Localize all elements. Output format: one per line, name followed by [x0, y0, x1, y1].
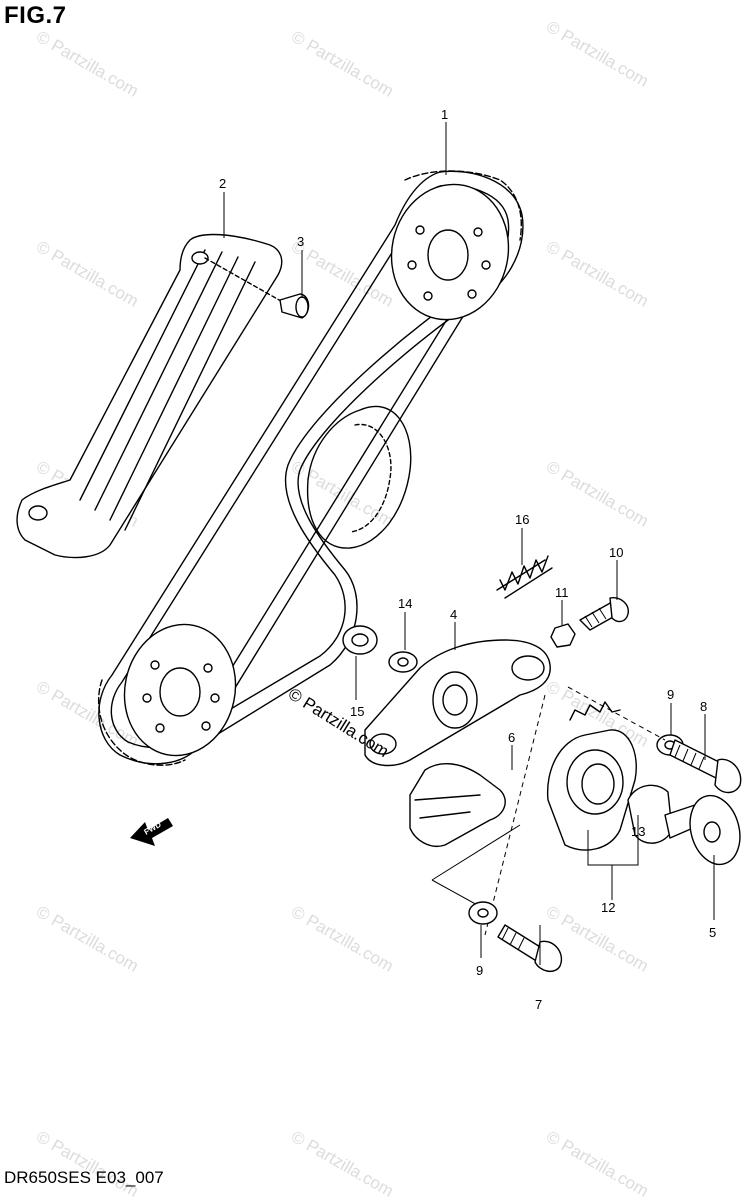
callout-14: 14 — [398, 596, 412, 611]
camshaft-sprocket-top — [390, 183, 510, 321]
callout-7: 7 — [535, 997, 542, 1012]
callouts: 1 2 3 4 5 6 7 8 9 9 10 11 12 13 14 15 16 — [219, 107, 716, 1012]
callout-8: 8 — [700, 699, 707, 714]
spacer-15 — [342, 625, 378, 655]
fwd-arrow: FWD — [130, 818, 173, 846]
watermark-text: © Partzilla.com — [33, 1127, 142, 1200]
intermediate-gear — [306, 405, 412, 549]
tensioner-adjuster — [546, 701, 637, 851]
watermark-grid: © Partzilla.com © Partzilla.com © Partzi… — [33, 17, 652, 1200]
watermark-text: © Partzilla.com — [288, 902, 397, 976]
alignment-lines — [484, 686, 666, 936]
bolt-10 — [579, 597, 629, 631]
guide-screw — [204, 257, 310, 319]
tensioner-spring — [496, 555, 553, 599]
watermark-text: © Partzilla.com — [33, 237, 142, 311]
callout-2: 2 — [219, 176, 226, 191]
callout-4: 4 — [450, 607, 457, 622]
bolt-8 — [669, 739, 742, 794]
watermark-text: © Partzilla.com — [543, 237, 652, 311]
watermark-text: © Partzilla.com — [288, 1127, 397, 1200]
figure-code: DR650SES E03_007 — [4, 1168, 164, 1187]
watermark-text: © Partzilla.com — [543, 17, 652, 91]
callout-1: 1 — [441, 107, 448, 122]
callout-10: 10 — [609, 545, 623, 560]
washer-14 — [388, 651, 418, 673]
callout-5: 5 — [709, 925, 716, 940]
callout-15: 15 — [350, 704, 364, 719]
chain-guide — [16, 233, 283, 559]
callout-11: 11 — [555, 585, 569, 600]
watermark-text: © Partzilla.com — [33, 27, 142, 101]
bolt-7 — [497, 924, 563, 973]
nut-11 — [550, 623, 576, 648]
watermark-text: © Partzilla.com — [288, 27, 397, 101]
callout-12: 12 — [601, 900, 615, 915]
callout-16: 16 — [515, 512, 529, 527]
watermark-text: © Partzilla.com — [288, 457, 397, 531]
watermark-text: © Partzilla.com — [33, 902, 142, 976]
callout-6: 6 — [508, 730, 515, 745]
callout-3: 3 — [297, 234, 304, 249]
pivot-bolt-5 — [664, 794, 741, 866]
crank-sprocket-bottom — [123, 623, 237, 757]
leader-lines — [223, 122, 715, 965]
callout-9-lower: 9 — [476, 963, 483, 978]
callout-13: 13 — [631, 824, 645, 839]
watermark-text: © Partzilla.com — [543, 457, 652, 531]
tensioner-bracket — [364, 639, 551, 767]
washer-9-lower — [468, 901, 498, 925]
watermark-text: © Partzilla.com — [543, 1127, 652, 1200]
tensioner-plate — [409, 763, 521, 913]
callout-9-upper: 9 — [667, 687, 674, 702]
fig-title: FIG.7 — [4, 2, 67, 29]
